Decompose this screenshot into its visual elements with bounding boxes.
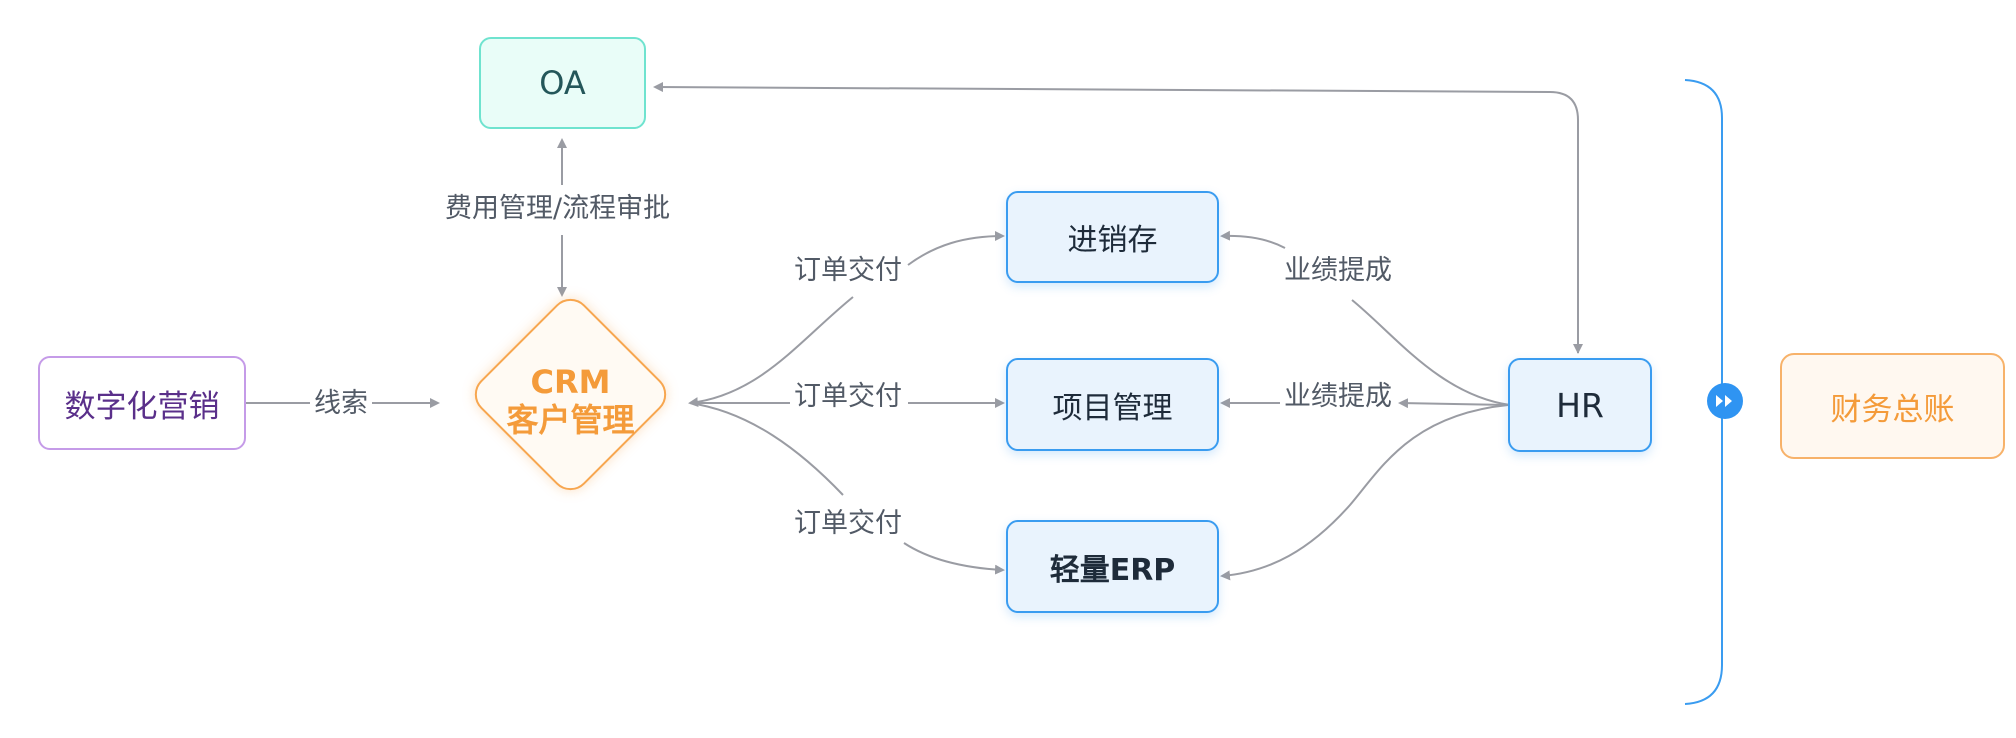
edge-order-bot-a (689, 402, 844, 496)
double-chevron-right-icon (1716, 395, 1732, 407)
edge-label-leads: 线索 (310, 387, 372, 421)
crm-label: CRM 客户管理 (468, 363, 673, 439)
edge-perf-top-a (1351, 299, 1511, 406)
finance-ledger-node[interactable]: 财务总账 (1780, 353, 2005, 459)
edge-label-perf-mid: 业绩提成 (1280, 380, 1396, 414)
edge-label-perf-top: 业绩提成 (1280, 254, 1396, 288)
edge-label-order-top: 订单交付 (790, 254, 906, 288)
edge-order-top-b (907, 231, 1005, 266)
edge-order-bot-b (903, 542, 1005, 575)
edge-order-top-a (688, 296, 854, 408)
project-management-label: 项目管理 (1052, 390, 1173, 426)
crm-label-line1: CRM (530, 363, 611, 401)
hr-label: HR (1556, 385, 1604, 425)
edge-label-order-bottom: 订单交付 (790, 507, 906, 541)
edge-perf-mid-a (1398, 398, 1509, 409)
jinxiaocun-node[interactable]: 进销存 (1006, 191, 1219, 283)
oa-node[interactable]: OA (479, 37, 646, 129)
erp-label: 轻量ERP (1049, 552, 1176, 588)
edge-label-expense: 费用管理/流程审批 (441, 192, 675, 226)
hr-node[interactable]: HR (1508, 358, 1652, 452)
edge-label-order-mid: 订单交付 (790, 380, 906, 414)
edge-hr-to-oa (653, 82, 1579, 353)
digital-marketing-node[interactable]: 数字化营销 (38, 356, 246, 450)
crm-label-line2: 客户管理 (506, 401, 635, 439)
oa-label: OA (539, 64, 586, 102)
edge-perf-top-b (1220, 230, 1286, 249)
jinxiaocun-label: 进销存 (1067, 223, 1158, 258)
expand-button[interactable] (1707, 383, 1743, 419)
digital-marketing-label: 数字化营销 (64, 388, 220, 425)
project-management-node[interactable]: 项目管理 (1006, 358, 1219, 451)
erp-node[interactable]: 轻量ERP (1006, 520, 1219, 613)
edge-hr-to-erp (1220, 404, 1509, 581)
finance-ledger-label: 财务总账 (1830, 391, 1955, 428)
